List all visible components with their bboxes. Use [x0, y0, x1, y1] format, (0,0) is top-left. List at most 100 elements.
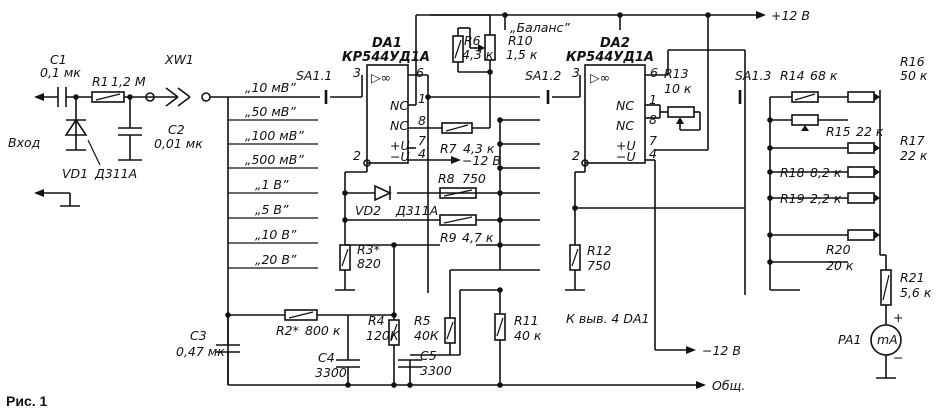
r3-ref: R3*	[357, 242, 380, 257]
minus12-da1-label: −12 В	[462, 153, 501, 168]
r4-value: 120К	[366, 328, 400, 343]
r18-potentiometer: R18 8,2 к	[780, 165, 880, 180]
pa1-milliammeter: mA + − PA1	[838, 310, 903, 365]
c3-ref: C3	[190, 328, 207, 343]
da1-pin4: 4	[418, 146, 426, 161]
r12-value: 750	[587, 258, 611, 273]
r16-potentiometer: R16 50 к	[847, 54, 928, 103]
r14-resistor: R14 68 к	[780, 68, 838, 103]
r7-resistor: R7 4,3 к	[440, 122, 495, 156]
da2-nc1: NC	[616, 98, 634, 113]
r11-resistor: R11 40 к	[494, 313, 542, 343]
da1-ref: DA1	[372, 36, 402, 51]
vd2-ref: VD2	[355, 203, 381, 218]
r2-value: 800 к	[305, 323, 341, 338]
da1-vplus: +U	[390, 138, 410, 153]
sa13-label: SA1.3	[735, 68, 771, 83]
da2-pin2: 2	[572, 148, 580, 163]
range-label: „20 В”	[255, 252, 297, 267]
r17-potentiometer: R17 22 к	[847, 133, 928, 163]
r8-value: 750	[462, 171, 486, 186]
c1-value: 0,1 мк	[40, 65, 81, 80]
da1-part: КР544УД1А	[342, 50, 430, 65]
da1-symbol: ▷∞	[371, 70, 391, 85]
c4-ref: C4	[318, 350, 335, 365]
da1-opamp: ▷∞ DA1 КР544УД1А 3 6 1 8 7 4 2 NC NC +U …	[342, 36, 430, 167]
r20-ref: R20	[826, 242, 851, 257]
range-label: „10 мВ”	[245, 80, 296, 95]
sa11-label: SA1.1	[296, 68, 332, 83]
common-label: Общ.	[712, 378, 745, 393]
da2-pin3: 3	[572, 65, 580, 80]
sa12-label: SA1.2	[525, 68, 561, 83]
r3-resistor: R3* 820	[339, 242, 381, 271]
range-label: „500 мВ”	[245, 152, 304, 167]
r14-ref: R14	[780, 68, 805, 83]
da1-nc2: NC	[390, 118, 408, 133]
r7-value: 4,3 к	[463, 141, 495, 156]
da2-pin8: 8	[649, 112, 657, 127]
da2-nc2: NC	[616, 118, 634, 133]
c4-value: 3300	[315, 365, 347, 380]
r13-potentiometer: R13 10 к	[664, 66, 695, 130]
r1-resistor: R1 1,2 М	[91, 74, 146, 103]
da2-opamp: ▷∞ DA2 КР544УД1А 3 6 1 8 7 4 2 NC NC +U …	[566, 36, 658, 167]
r2-resistor: R2* 800 к	[276, 309, 341, 338]
da1-pin3: 3	[353, 65, 361, 80]
r10-value: 1,5 к	[506, 47, 538, 62]
da2-vminus: −U	[616, 149, 636, 164]
da1-pin2: 2	[353, 148, 361, 163]
c2-value: 0,01 мк	[154, 136, 203, 151]
range-label: „100 мВ”	[245, 128, 304, 143]
c3-value: 0,47 мк	[176, 344, 225, 359]
r9-ref: R9	[440, 230, 457, 245]
r19-potentiometer: R19 2,2 к	[780, 191, 880, 206]
r6-resistor: R6 4,3 к	[452, 33, 494, 63]
vd1-value: Д311А	[94, 166, 137, 181]
plus12-label: +12 В	[771, 8, 810, 23]
r1-ref: R1	[92, 74, 109, 89]
range-label: „1 В”	[255, 177, 289, 192]
range-label: „50 мВ”	[245, 104, 296, 119]
r16-value: 50 к	[900, 68, 928, 83]
r12-resistor: R12 750	[569, 243, 612, 273]
da1-pin6: 6	[416, 65, 424, 80]
r7-ref: R7	[440, 141, 457, 156]
r5-value: 40К	[414, 328, 440, 343]
range-label: „5 В”	[255, 202, 289, 217]
input-label: Вход	[8, 135, 40, 150]
da2-pin1: 1	[649, 92, 657, 107]
r12-ref: R12	[587, 243, 612, 258]
r18-ref: R18	[780, 165, 805, 180]
c2-ref: C2	[168, 122, 185, 137]
c1-capacitor: C1 0,1 мк	[40, 52, 81, 107]
r21-value: 5,6 к	[900, 285, 932, 300]
da2-ref: DA2	[600, 36, 630, 51]
c2-capacitor: C2 0,01 мк	[118, 122, 203, 151]
minus12-out-label: −12 В	[702, 343, 741, 358]
c5-ref: C5	[420, 348, 437, 363]
da2-part: КР544УД1А	[566, 50, 654, 65]
range-label: „10 В”	[255, 227, 297, 242]
r10-name: „Баланс”	[510, 20, 570, 35]
r8-resistor: R8 750	[438, 171, 486, 199]
da1-pin7: 7	[418, 133, 426, 148]
wires	[34, 11, 896, 389]
r16-ref: R16	[900, 54, 925, 69]
r10-potentiometer: „Баланс” R10 1,5 к	[469, 20, 570, 62]
r6-ref: R6	[464, 33, 481, 48]
r5-ref: R5	[414, 313, 431, 328]
vd1-ref: VD1	[62, 166, 88, 181]
r1-value: 1,2 М	[111, 74, 146, 89]
pin4-note: К выв. 4 DA1	[566, 311, 649, 326]
r6-value: 4,3 к	[462, 47, 494, 62]
r11-ref: R11	[514, 313, 539, 328]
da2-pin6: 6	[650, 65, 658, 80]
r2-ref: R2*	[276, 323, 299, 338]
r4-resistor: R4 120К	[366, 313, 400, 346]
r13-ref: R13	[664, 66, 689, 81]
vd2-diode: VD2 Д311А	[355, 184, 438, 218]
r15-resistor: R15 22 к	[791, 114, 884, 139]
r5-resistor: R5 40К	[414, 313, 456, 344]
